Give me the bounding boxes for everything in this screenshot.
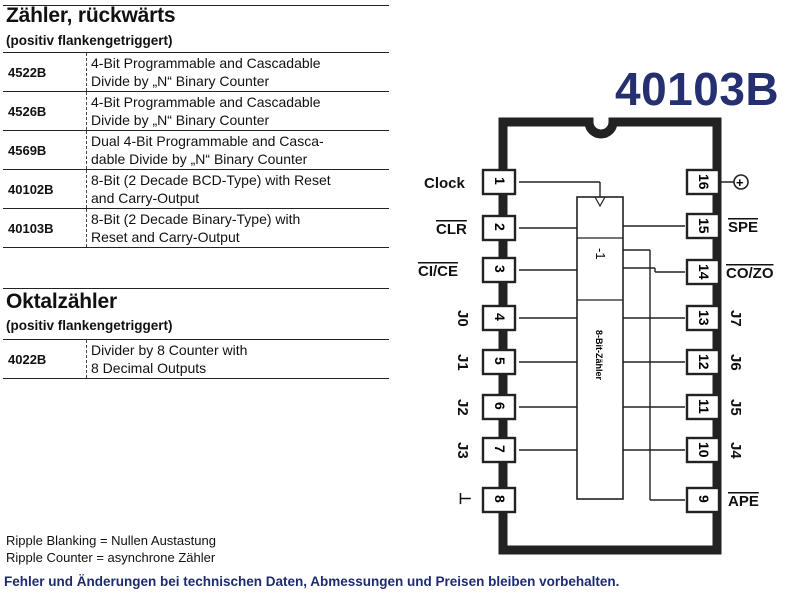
- section-title-counters-down: Zähler, rückwärts: [6, 4, 176, 27]
- product-code: 4526B: [8, 103, 47, 119]
- product-description: 4-Bit Programmable and Cascadable Divide…: [86, 53, 389, 91]
- product-description: 8-Bit (2 Decade BCD-Type) with Reset and…: [86, 170, 389, 208]
- pin-number-12: 12: [696, 354, 712, 370]
- pin-label-clock: Clock: [424, 175, 466, 192]
- description-line: 8-Bit (2 Decade BCD-Type) with Reset: [91, 172, 331, 188]
- pin-number-2: 2: [492, 223, 508, 231]
- pin-number-4: 4: [492, 313, 508, 321]
- pin-number-11: 11: [696, 399, 712, 414]
- product-description: 8-Bit (2 Decade Binary-Type) with Reset …: [86, 209, 389, 247]
- pin-box-12: [685, 348, 721, 376]
- pin-label-spe: SPE: [728, 219, 758, 236]
- pin-number-9: 9: [696, 495, 712, 503]
- chip-type-number: 40103B: [615, 63, 780, 115]
- pin-label-ci-ce: CI/CE: [418, 263, 458, 280]
- pin-label-j0: J0: [454, 310, 471, 327]
- pin-label-j5: J5: [727, 399, 744, 416]
- pin-label-j3: J3: [454, 442, 471, 459]
- product-code: 4569B: [8, 142, 47, 158]
- product-description: Dual 4-Bit Programmable and Casca- dable…: [86, 131, 389, 169]
- table-row: 4569B Dual 4-Bit Programmable and Casca-…: [3, 130, 389, 169]
- block-label: 8-Bit-Zähler: [594, 330, 604, 381]
- pin-number-10: 10: [696, 442, 712, 458]
- description-line: and Carry-Output: [91, 190, 200, 206]
- pin-number-6: 6: [492, 402, 508, 410]
- ground-icon: ⊥: [456, 492, 473, 505]
- table-row: 4522B 4-Bit Programmable and Cascadable …: [3, 52, 389, 91]
- description-line: Divide by „N“ Binary Counter: [91, 112, 270, 128]
- section-divider: [3, 288, 389, 289]
- product-description: Divider by 8 Counter with 8 Decimal Outp…: [86, 340, 389, 378]
- pin-box-5: [481, 348, 517, 376]
- description-line: 4-Bit Programmable and Cascadable: [91, 55, 321, 71]
- vdd-symbol: [733, 174, 749, 190]
- pin-label-j7: J7: [727, 310, 744, 327]
- counter-block: [576, 196, 624, 500]
- section-title-octal-counters: Oktalzähler: [6, 290, 118, 313]
- section-top-rule: [3, 5, 389, 6]
- table-row: 40103B 8-Bit (2 Decade Binary-Type) with…: [3, 208, 389, 248]
- pin-box-6: [481, 393, 517, 421]
- clock-marker: [594, 196, 606, 208]
- description-line: Divider by 8 Counter with: [91, 342, 248, 358]
- pin-box-11: [685, 393, 721, 421]
- pin-label-clr: CLR: [436, 221, 467, 238]
- product-code: 40102B: [8, 181, 54, 197]
- section-subtitle: (positiv flankengetriggert): [6, 318, 173, 333]
- product-code: 4022B: [8, 351, 47, 367]
- pin-number-3: 3: [492, 265, 508, 273]
- block-mark: -1: [593, 248, 608, 260]
- description-line: Dual 4-Bit Programmable and Casca-: [91, 133, 324, 149]
- description-line: Divide by „N“ Binary Counter: [91, 73, 270, 89]
- pin-box-8: [481, 486, 517, 514]
- pin-label-ape: APE: [728, 493, 759, 510]
- pin-box-3: [481, 256, 517, 284]
- pin-label-j6: J6: [727, 354, 744, 371]
- product-table-counters: 4522B 4-Bit Programmable and Cascadable …: [3, 52, 389, 248]
- pin-box-4: [481, 304, 517, 332]
- pin-box-7: [481, 436, 517, 464]
- pin-box-13: [685, 304, 721, 332]
- description-line: 8 Decimal Outputs: [91, 360, 207, 376]
- product-table-octal: 4022B Divider by 8 Counter with 8 Decima…: [3, 339, 389, 379]
- description-line: Reset and Carry-Output: [91, 229, 240, 245]
- pin-number-7: 7: [492, 445, 508, 453]
- pin-number-13: 13: [696, 310, 712, 326]
- pin-box-16: [685, 168, 721, 196]
- pin-label-co-zo: CO/ZO: [726, 265, 774, 282]
- pin-number-16: 16: [696, 174, 712, 190]
- note-ripple-counter: Ripple Counter = asynchrone Zähler: [6, 550, 216, 565]
- table-row: 4022B Divider by 8 Counter with 8 Decima…: [3, 339, 389, 379]
- pin-number-1: 1: [492, 177, 508, 185]
- pin-label-j2: J2: [454, 399, 471, 416]
- table-row: 4526B 4-Bit Programmable and Cascadable …: [3, 91, 389, 130]
- section-subtitle: (positiv flankengetriggert): [6, 33, 173, 48]
- pin-number-14: 14: [696, 264, 712, 280]
- vdd-plus: +: [736, 175, 744, 190]
- pin-box-2: [481, 214, 517, 242]
- description-line: dable Divide by „N“ Binary Counter: [91, 151, 308, 167]
- pin-box-14: [685, 258, 721, 286]
- description-line: 8-Bit (2 Decade Binary-Type) with: [91, 211, 301, 227]
- description-line: 4-Bit Programmable and Cascadable: [91, 94, 321, 110]
- pin-label-j4: J4: [727, 442, 744, 459]
- pin-box-15: [685, 212, 721, 240]
- pin-box-9: [685, 486, 721, 514]
- product-code: 40103B: [8, 220, 54, 236]
- pin-label-j1: J1: [454, 354, 471, 371]
- table-row: 40102B 8-Bit (2 Decade BCD-Type) with Re…: [3, 169, 389, 208]
- pin-number-5: 5: [492, 357, 508, 365]
- pin-number-8: 8: [492, 495, 508, 503]
- product-description: 4-Bit Programmable and Cascadable Divide…: [86, 92, 389, 130]
- footer-disclaimer: Fehler und Änderungen bei technischen Da…: [4, 574, 620, 589]
- pin-box-10: [685, 436, 721, 464]
- pin-box-1: [481, 168, 517, 196]
- product-code: 4522B: [8, 64, 47, 80]
- pin-number-15: 15: [696, 218, 712, 234]
- note-ripple-blanking: Ripple Blanking = Nullen Austastung: [6, 533, 216, 548]
